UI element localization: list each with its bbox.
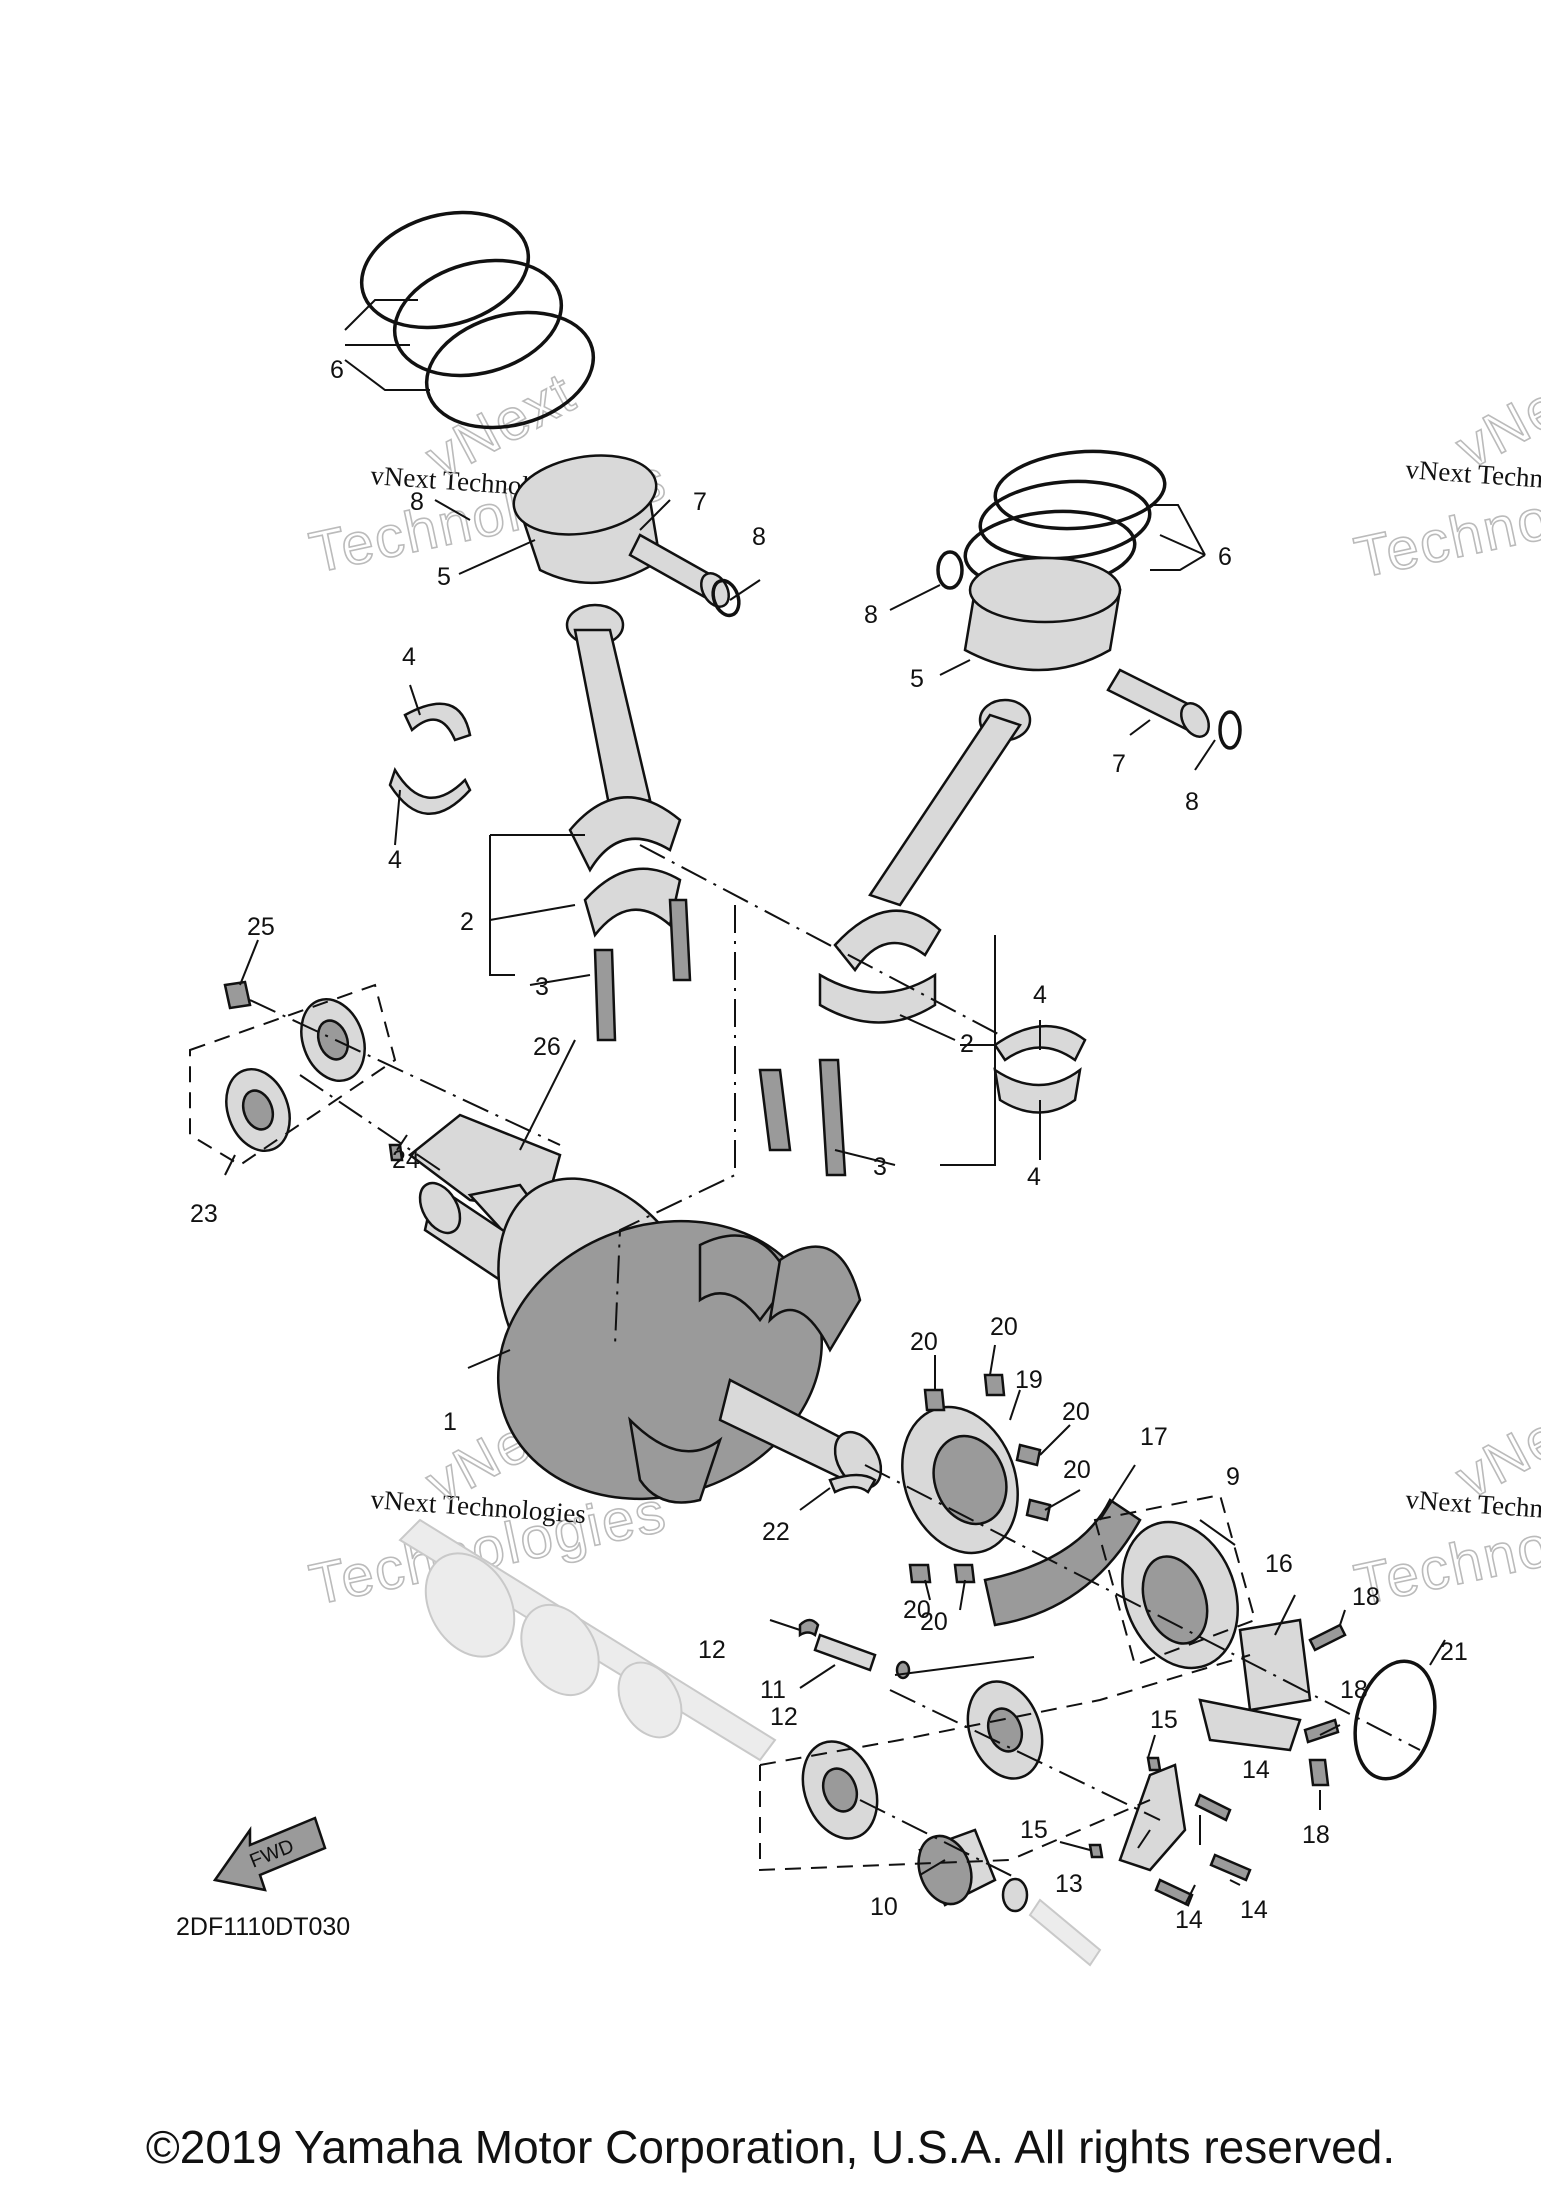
callout-3: 3 [535, 973, 549, 1001]
callout-20: 20 [910, 1328, 938, 1356]
callout-11: 11 [760, 1676, 786, 1704]
callout-12: 12 [698, 1636, 726, 1664]
callout-5: 5 [910, 665, 924, 693]
oil-pump-drive-19 [901, 1405, 1019, 1555]
connecting-rod-right [818, 698, 1032, 1024]
ghost-shaft [398, 1518, 1102, 1967]
callout-2: 2 [960, 1030, 974, 1058]
rod-bolts-right [758, 1058, 847, 1177]
circlip-left [711, 578, 741, 618]
callout-17: 17 [1140, 1423, 1168, 1451]
callout-26: 26 [533, 1033, 561, 1061]
callout-8: 8 [864, 601, 878, 629]
circlip-right-a [936, 550, 964, 590]
bearing-16 [1198, 1618, 1312, 1752]
callout-20: 20 [920, 1608, 948, 1636]
callout-15: 15 [1150, 1706, 1178, 1734]
bearing-shells-left [388, 702, 472, 816]
circlip-right-b [1218, 710, 1242, 750]
callout-20: 20 [990, 1313, 1018, 1341]
callout-18: 18 [1302, 1821, 1330, 1849]
piston-rings-left [359, 210, 596, 430]
callout-4: 4 [1033, 981, 1047, 1009]
callout-9: 9 [1226, 1463, 1240, 1491]
callout-7: 7 [1112, 750, 1126, 778]
callout-13: 13 [1055, 1870, 1083, 1898]
callout-22: 22 [762, 1518, 790, 1546]
rod-bolts-left [593, 898, 692, 1042]
balancer-gears-left [225, 997, 366, 1153]
washer [1001, 1877, 1029, 1913]
diagram-code: 2DF1110DT030 [176, 1913, 350, 1941]
piston-left [512, 454, 662, 585]
bolts-20 [908, 1373, 1052, 1584]
callout-14: 14 [1175, 1906, 1203, 1934]
callout-20: 20 [1062, 1398, 1090, 1426]
connecting-rod-left [565, 603, 682, 938]
piston-pin-left [628, 533, 730, 608]
callout-18: 18 [1340, 1676, 1368, 1704]
gear-mid [966, 1680, 1044, 1780]
callout-20: 20 [1063, 1456, 1091, 1484]
washer-12a [798, 1618, 820, 1638]
bolts-18 [1303, 1623, 1347, 1787]
callout-20: 20 [903, 1596, 931, 1624]
callout-6: 6 [330, 356, 344, 384]
group-outlines [189, 299, 1421, 1881]
callout-23: 23 [190, 1200, 218, 1228]
callout-25: 25 [247, 913, 275, 941]
callout-8: 8 [752, 523, 766, 551]
pin-15b [1088, 1843, 1104, 1859]
callout-3: 3 [873, 1153, 887, 1181]
copyright-notice: ©2019 Yamaha Motor Corporation, U.S.A. A… [145, 2121, 1396, 2173]
callout-14: 14 [1242, 1756, 1270, 1784]
callout-21: 21 [1440, 1638, 1468, 1666]
callout-12: 12 [770, 1703, 798, 1731]
callout-5: 5 [437, 563, 451, 591]
callout-2: 2 [460, 908, 474, 936]
bearing-cap-17 [983, 1498, 1142, 1627]
callout-16: 16 [1265, 1550, 1293, 1578]
callout-24: 24 [392, 1146, 420, 1174]
callout-18: 18 [1352, 1583, 1380, 1611]
callout-4: 4 [402, 643, 416, 671]
callout-labels: 1 2 2 3 3 4 4 4 4 5 5 6 6 7 7 8 8 8 8 9 … [190, 356, 1468, 1934]
holder-13 [1118, 1763, 1187, 1872]
bolts-14 [1154, 1793, 1252, 1907]
fwd-arrow: FWD [212, 1816, 327, 1892]
callout-10: 10 [870, 1893, 898, 1921]
pin-15a [1146, 1756, 1162, 1772]
collar-10 [917, 1828, 997, 1907]
crankshaft [418, 1177, 883, 1504]
gear-9 [1121, 1520, 1239, 1670]
callout-1: 1 [443, 1408, 457, 1436]
gear-lower [801, 1740, 879, 1840]
clip-22 [828, 1473, 877, 1494]
leader-lines [224, 499, 1446, 1906]
callout-14: 14 [1240, 1896, 1268, 1924]
o-ring-21 [1353, 1659, 1437, 1781]
callout-7: 7 [693, 488, 707, 516]
callout-19: 19 [1015, 1366, 1043, 1394]
callout-4: 4 [1027, 1163, 1041, 1191]
callout-4: 4 [388, 846, 402, 874]
callout-8: 8 [410, 488, 424, 516]
callout-15: 15 [1020, 1816, 1048, 1844]
bolt-25 [223, 980, 252, 1010]
callout-6: 6 [1218, 543, 1232, 571]
piston-pin-right [1106, 668, 1210, 738]
shaft-11 [813, 1633, 877, 1672]
washer-12b [895, 1660, 911, 1680]
piston-right [963, 556, 1122, 672]
callout-8: 8 [1185, 788, 1199, 816]
